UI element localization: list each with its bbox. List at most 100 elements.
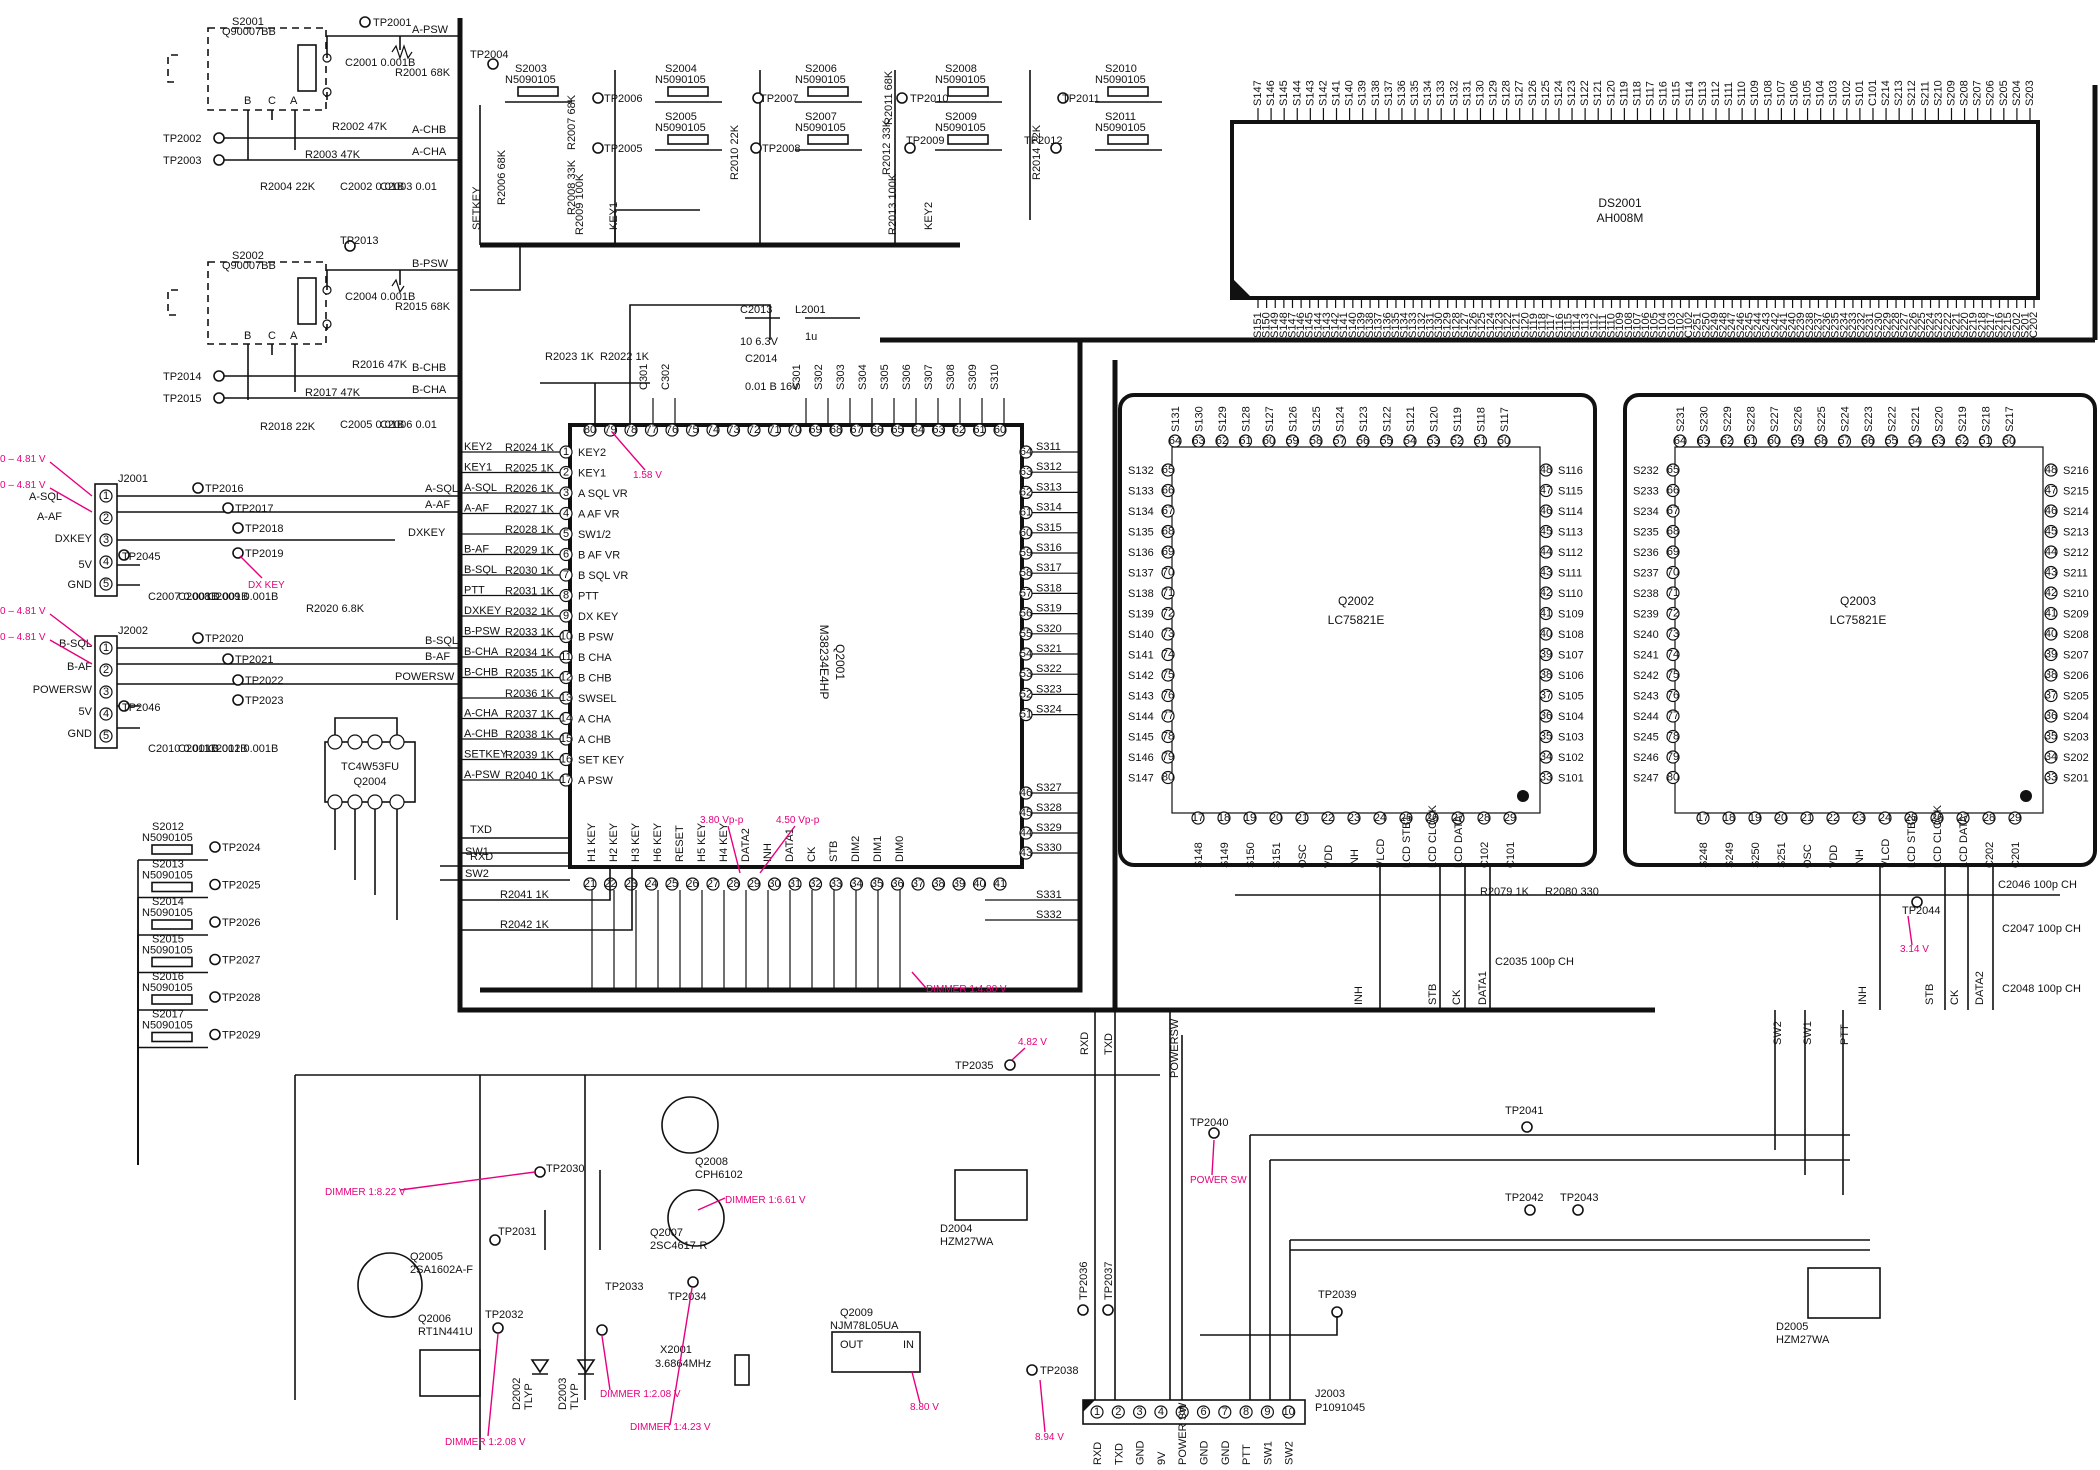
top-switch-actuator[interactable] bbox=[947, 86, 989, 97]
mcu-bottom-label: CK bbox=[806, 846, 818, 862]
j2003-pin-num: 2 bbox=[1115, 1406, 1121, 1418]
j2-pins-circle bbox=[99, 707, 113, 721]
mcu-top-label: C302 bbox=[660, 364, 672, 390]
left-switch-actuator[interactable] bbox=[151, 1031, 193, 1043]
lcd-bottom-pin-label: S238 bbox=[1804, 312, 1816, 338]
drv1-pins-right-label: S107 bbox=[1558, 650, 1584, 662]
tp2009-marker[interactable] bbox=[904, 142, 916, 154]
j2003-pin bbox=[1111, 1405, 1125, 1419]
net-powersw: POWERSW bbox=[395, 671, 455, 683]
tp2003-marker[interactable] bbox=[213, 154, 225, 166]
tp2030-marker[interactable] bbox=[534, 1166, 546, 1178]
tp2008-marker[interactable] bbox=[750, 142, 762, 154]
drv1-pins-bottom-pin bbox=[1503, 811, 1517, 825]
tp2018-marker[interactable] bbox=[232, 522, 244, 534]
lcd-top-pin-label: S108 bbox=[1762, 80, 1774, 106]
r2023: R2023 1K bbox=[545, 351, 595, 363]
tp2013-marker[interactable] bbox=[344, 240, 356, 252]
c2007: C2007 0.001B bbox=[148, 591, 218, 603]
j2-pins-circle bbox=[99, 663, 113, 677]
tp2040-marker[interactable] bbox=[1208, 1127, 1220, 1139]
drv2-pins-top-label: S222 bbox=[1887, 406, 1899, 432]
r2008: R2008 33K bbox=[566, 159, 578, 215]
top-switch-actuator[interactable] bbox=[807, 86, 849, 97]
left-switch-actuator[interactable] bbox=[151, 844, 193, 855]
left-switch-actuator[interactable] bbox=[151, 994, 193, 1005]
tp2023-marker[interactable] bbox=[232, 694, 244, 706]
tp2002-marker[interactable] bbox=[213, 132, 225, 144]
tp2044-marker[interactable] bbox=[1911, 896, 1923, 908]
drv2-pins-top-pin-num: 59 bbox=[1791, 435, 1803, 447]
tp2034-marker[interactable] bbox=[687, 1276, 699, 1288]
lcd-bottom-pin-label: S227 bbox=[1899, 312, 1911, 338]
tp2001-marker[interactable] bbox=[359, 16, 371, 28]
tp2029-marker[interactable] bbox=[209, 1028, 221, 1041]
tp2012-marker[interactable] bbox=[1050, 142, 1062, 154]
top-switch-actuator[interactable] bbox=[667, 134, 709, 145]
left-switch-actuator[interactable] bbox=[151, 919, 193, 930]
tp2015-marker[interactable] bbox=[213, 392, 225, 404]
tp2041-marker[interactable] bbox=[1521, 1121, 1533, 1133]
tp2011-marker[interactable] bbox=[1057, 92, 1069, 104]
tp2005-marker[interactable] bbox=[592, 142, 604, 154]
lcd-bottom-pin-label: S116 bbox=[1554, 313, 1566, 338]
tp2024-marker[interactable] bbox=[209, 841, 221, 853]
mcu-left-res: R2033 1K bbox=[505, 627, 555, 639]
tp2037-marker[interactable] bbox=[1102, 1304, 1114, 1316]
tp2006-marker[interactable] bbox=[592, 92, 604, 104]
tp2004-marker[interactable] bbox=[487, 58, 499, 70]
tp2010-marker[interactable] bbox=[896, 92, 908, 104]
lcd-top-pin-label: S129 bbox=[1488, 80, 1500, 106]
left-switch-actuator[interactable] bbox=[151, 881, 193, 893]
tp2025-marker[interactable] bbox=[209, 878, 221, 891]
tp2044-label: TP2044 bbox=[1902, 905, 1941, 917]
lcd-top-pin-label: S116 bbox=[1658, 81, 1670, 106]
top-switch-actuator[interactable] bbox=[1107, 134, 1149, 145]
tp2042-marker[interactable] bbox=[1524, 1204, 1536, 1216]
lcd-bottom-pin-label: S126 bbox=[1468, 312, 1480, 338]
drv1-pins-bottom-pin bbox=[1451, 811, 1465, 825]
top-switch-actuator[interactable] bbox=[947, 134, 989, 145]
top-switch-actuator[interactable] bbox=[1107, 86, 1149, 97]
j2-pins-circle bbox=[99, 685, 113, 699]
tp2027-marker[interactable] bbox=[209, 953, 221, 966]
tp2043-marker[interactable] bbox=[1572, 1204, 1584, 1216]
tp2033-marker[interactable] bbox=[596, 1324, 608, 1336]
tp2021-marker[interactable] bbox=[222, 653, 234, 665]
tp2028-marker[interactable] bbox=[209, 991, 221, 1003]
left-switch-actuator[interactable] bbox=[151, 956, 193, 968]
tp2036-marker[interactable] bbox=[1077, 1304, 1089, 1316]
drv2-pins-right-pin-num: 37 bbox=[2045, 690, 2057, 702]
drv1-pins-top-pin bbox=[1285, 434, 1300, 448]
tp2026-marker[interactable] bbox=[209, 916, 221, 928]
net-sw1-j: SW1 bbox=[1802, 1021, 1814, 1045]
drv2-pins-right-label: S208 bbox=[2063, 629, 2089, 641]
tp2022-marker[interactable] bbox=[232, 674, 244, 686]
tp2019-marker[interactable] bbox=[232, 547, 244, 559]
tp2035-marker[interactable] bbox=[1004, 1059, 1016, 1071]
top-switch-actuator[interactable] bbox=[807, 134, 849, 145]
top-switch-actuator[interactable] bbox=[667, 86, 709, 97]
tp2045-marker[interactable] bbox=[118, 549, 130, 561]
r2079: R2079 1K bbox=[1480, 886, 1530, 898]
mcu-top-pin bbox=[808, 423, 823, 437]
top-switch-actuator[interactable] bbox=[517, 86, 559, 97]
j2003-pin-label: GND bbox=[1135, 1441, 1147, 1466]
j2-pins-circle-num: 1 bbox=[103, 642, 109, 654]
tp2007-marker[interactable] bbox=[752, 92, 764, 104]
tp2014-marker[interactable] bbox=[213, 370, 225, 382]
tp2032-marker[interactable] bbox=[492, 1322, 504, 1334]
tp2017-marker[interactable] bbox=[222, 502, 234, 514]
tp2016-marker[interactable] bbox=[192, 482, 204, 494]
tp2046-marker[interactable] bbox=[118, 700, 130, 712]
enc2-pin-a: A bbox=[290, 330, 298, 342]
mcu-right-pin-num: 56 bbox=[1020, 608, 1032, 620]
tp2031-marker[interactable] bbox=[489, 1234, 501, 1246]
tp2039-marker[interactable] bbox=[1331, 1306, 1343, 1318]
lcd-bottom-pin-label: S236 bbox=[1821, 312, 1833, 338]
drv2-pins-left-pin-num: 72 bbox=[1667, 608, 1679, 620]
drv1-pins-bottom-pin bbox=[1399, 811, 1413, 825]
tp2020-marker[interactable] bbox=[192, 632, 204, 644]
tp2038-marker[interactable] bbox=[1026, 1364, 1038, 1376]
drv1-pins-right-pin bbox=[1539, 770, 1553, 785]
